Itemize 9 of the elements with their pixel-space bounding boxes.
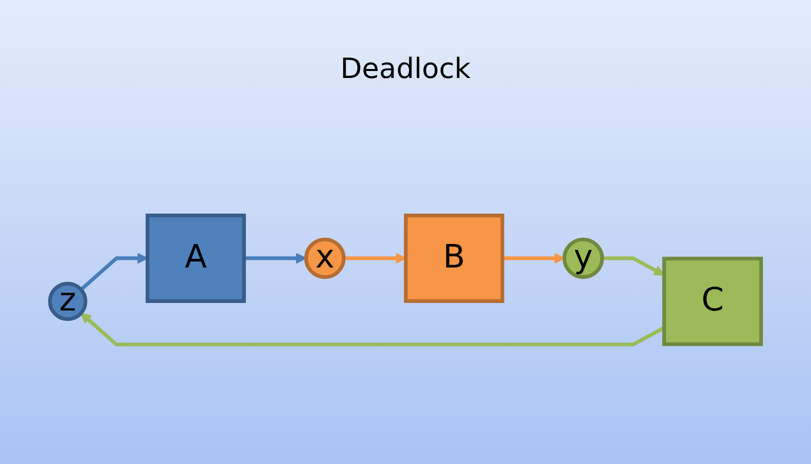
node-box: C: [662, 256, 763, 346]
node-circle: x: [304, 238, 346, 279]
diagram-title: Deadlock: [340, 52, 471, 85]
node-box: B: [404, 214, 504, 303]
arrow: [502, 252, 565, 264]
node-circle: z: [48, 282, 88, 322]
arrow: [80, 252, 148, 292]
node-circle: y: [562, 238, 604, 279]
node-box: A: [146, 214, 246, 303]
